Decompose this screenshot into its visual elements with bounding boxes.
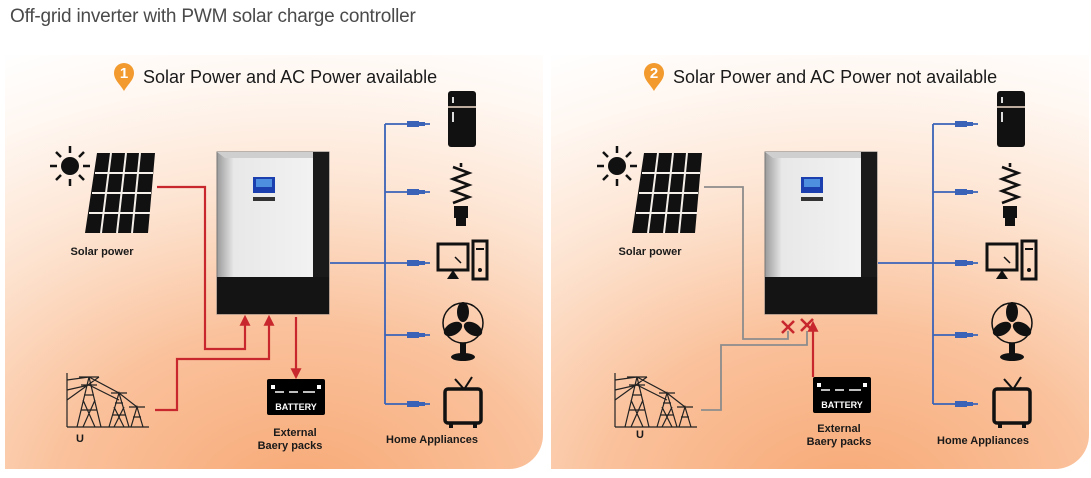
solar-panel-icon bbox=[85, 152, 155, 234]
battery-label-line1: External bbox=[817, 423, 861, 435]
battery-icon: BATTERY bbox=[267, 379, 325, 415]
sun-icon bbox=[597, 146, 637, 186]
computer-icon bbox=[985, 239, 1038, 281]
plug-icon bbox=[407, 121, 425, 407]
sun-icon bbox=[50, 146, 90, 186]
panel-heading: 2 Solar Power and AC Power not available bbox=[643, 61, 997, 93]
heading-text: Solar Power and AC Power available bbox=[143, 66, 438, 87]
appliances-label: Home Appliances bbox=[386, 434, 478, 446]
battery-label-line2: Baery packs bbox=[257, 440, 323, 452]
solar-inactive-line bbox=[704, 186, 789, 340]
step-number: 1 bbox=[119, 65, 129, 82]
badge-drop-icon bbox=[114, 63, 134, 91]
scenario-panel-1: 1 Solar Power and AC Power available bbox=[5, 55, 543, 469]
power-tower-icon bbox=[66, 373, 149, 428]
battery-label-line2: Baery packs bbox=[806, 436, 872, 448]
inverter-icon bbox=[764, 151, 878, 315]
plug-icon bbox=[955, 121, 973, 407]
grid-label: U bbox=[76, 433, 84, 445]
badge-drop-icon bbox=[644, 63, 664, 91]
step-badge: 2 bbox=[643, 62, 665, 92]
power-flow-lines bbox=[155, 185, 302, 412]
computer-icon bbox=[436, 239, 489, 281]
tv-icon bbox=[443, 376, 483, 428]
scenario-panel-2: 2 Solar Power and AC Power not available bbox=[551, 55, 1089, 469]
fan-icon bbox=[991, 302, 1033, 361]
tv-icon bbox=[992, 376, 1032, 428]
battery-text: BATTERY bbox=[275, 402, 317, 412]
fan-icon bbox=[442, 302, 484, 361]
page-title: Off-grid inverter with PWM solar charge … bbox=[10, 6, 416, 27]
inverter-icon bbox=[216, 151, 330, 315]
inactive-flow-lines bbox=[701, 186, 808, 411]
fridge-icon bbox=[997, 91, 1025, 147]
battery-text: BATTERY bbox=[821, 400, 863, 410]
solar-panel-icon bbox=[632, 152, 702, 234]
fridge-icon bbox=[448, 91, 476, 147]
step-badge: 1 bbox=[113, 62, 135, 92]
cross-icon bbox=[781, 318, 814, 334]
battery-icon: BATTERY bbox=[813, 377, 871, 413]
appliances-label: Home Appliances bbox=[937, 435, 1029, 447]
diagram-canvas-1: BATTERY bbox=[50, 91, 489, 428]
power-tower-icon bbox=[614, 373, 697, 428]
battery-label-line1: External bbox=[273, 427, 317, 439]
grid-flow-arrow bbox=[155, 314, 275, 412]
bulb-icon bbox=[998, 163, 1022, 226]
bulb-icon bbox=[449, 163, 473, 226]
grid-label: U bbox=[636, 429, 644, 441]
step-number: 2 bbox=[649, 65, 659, 82]
panel-heading: 1 Solar Power and AC Power available bbox=[113, 61, 437, 93]
solar-flow-arrow bbox=[157, 185, 251, 351]
solar-power-label: Solar power bbox=[70, 246, 134, 258]
grid-inactive-line bbox=[701, 331, 808, 411]
heading-text: Solar Power and AC Power not available bbox=[673, 66, 998, 87]
diagram-canvas-2: BATTERY bbox=[597, 91, 1038, 428]
solar-power-label: Solar power bbox=[618, 246, 682, 258]
